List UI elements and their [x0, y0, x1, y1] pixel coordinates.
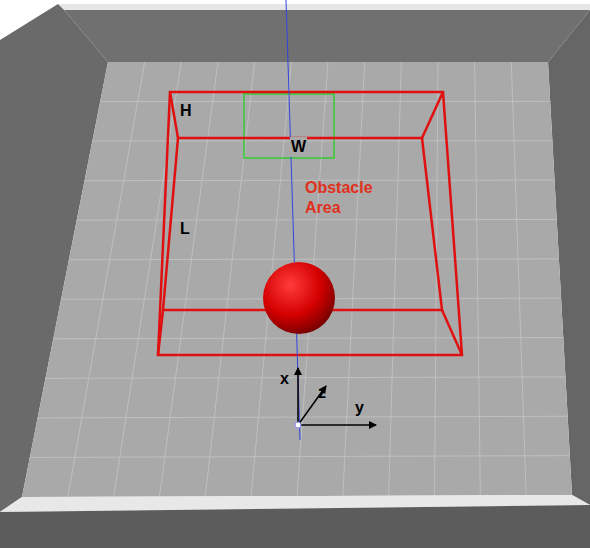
- grid-line: [475, 62, 481, 495]
- front-wall: [0, 505, 590, 548]
- width-label: W: [290, 137, 307, 157]
- grid-line: [343, 62, 365, 496]
- grid-line: [92, 140, 552, 141]
- grid-line: [114, 62, 182, 497]
- coordinate-axes: [298, 368, 376, 425]
- wall-rim: [58, 4, 590, 10]
- axis-label: x: [280, 369, 289, 389]
- axis-label: z: [318, 383, 326, 403]
- obstacle-area-box: [158, 92, 462, 355]
- grid-line: [389, 62, 402, 496]
- red-sphere: [263, 262, 335, 334]
- origin-marker: [295, 422, 301, 428]
- grid-line: [53, 338, 563, 339]
- grid-line: [68, 62, 145, 497]
- grid-line: [205, 62, 254, 496]
- grid-line: [30, 456, 570, 458]
- back-wall: [64, 10, 590, 62]
- grid-line: [511, 62, 526, 495]
- region-label: Obstacle Area: [305, 178, 377, 218]
- grid-line: [100, 101, 550, 102]
- height-label: H: [180, 101, 192, 121]
- length-label: L: [180, 219, 190, 239]
- grid-line: [69, 258, 559, 260]
- axis-label: y: [355, 398, 364, 418]
- floor: [22, 62, 572, 497]
- grid-line: [45, 377, 565, 378]
- grid-line: [77, 219, 557, 221]
